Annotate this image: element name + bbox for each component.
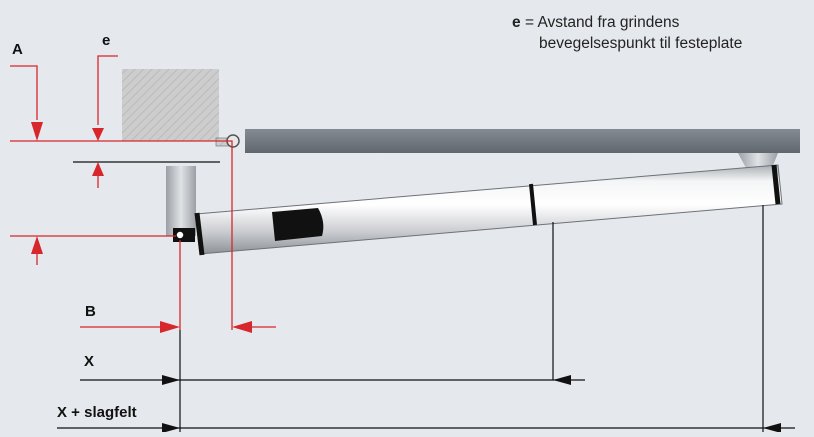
actuator xyxy=(173,164,783,256)
dim-e-leader xyxy=(97,55,118,125)
legend: e = Avstand fra grindens bevegelsespunkt… xyxy=(512,12,812,54)
dim-X-arrow-left xyxy=(553,375,571,385)
dim-B-arrow-right xyxy=(160,321,180,333)
label-X: X xyxy=(84,353,95,370)
dim-A-leader xyxy=(10,65,38,120)
legend-line2: bevegelsespunkt til festeplate xyxy=(539,35,743,52)
actuator-pivot xyxy=(175,230,185,240)
gate-beam xyxy=(245,129,800,153)
label-B: B xyxy=(85,303,96,320)
dim-A-arrow-down xyxy=(31,122,43,141)
dim-X-arrow-right xyxy=(162,375,180,385)
dim-Xs-arrow-right xyxy=(162,423,180,433)
wall-bracket xyxy=(166,166,196,236)
wall-pillar xyxy=(122,69,219,141)
legend-line1: Avstand fra grindens xyxy=(537,14,680,31)
dimensions-red xyxy=(10,55,276,330)
dimension-arrows-red xyxy=(31,122,252,333)
dimension-arrows-black xyxy=(162,375,781,433)
actuator-motor-block xyxy=(272,208,324,241)
actuator-end-cap-right xyxy=(771,164,781,205)
actuator-joint xyxy=(529,183,537,226)
dim-e-arrow-up xyxy=(92,162,104,176)
label-A: A xyxy=(12,41,23,58)
dim-hinge-drop xyxy=(226,140,233,330)
actuator-end-cap-left xyxy=(194,212,205,256)
legend-equals: = xyxy=(524,14,534,31)
gate-bracket xyxy=(738,153,778,168)
dim-Xs-arrow-left xyxy=(763,423,781,433)
dim-B-arrow-left xyxy=(232,321,252,333)
dim-e-arrow-down xyxy=(92,128,104,141)
actuator-tube xyxy=(195,164,783,255)
dim-A-arrow-up xyxy=(31,236,43,254)
legend-symbol: e xyxy=(512,14,521,31)
dimensions-black xyxy=(57,205,795,432)
label-X-slagfelt: X + slagfelt xyxy=(57,404,137,421)
label-e: e xyxy=(102,32,111,49)
